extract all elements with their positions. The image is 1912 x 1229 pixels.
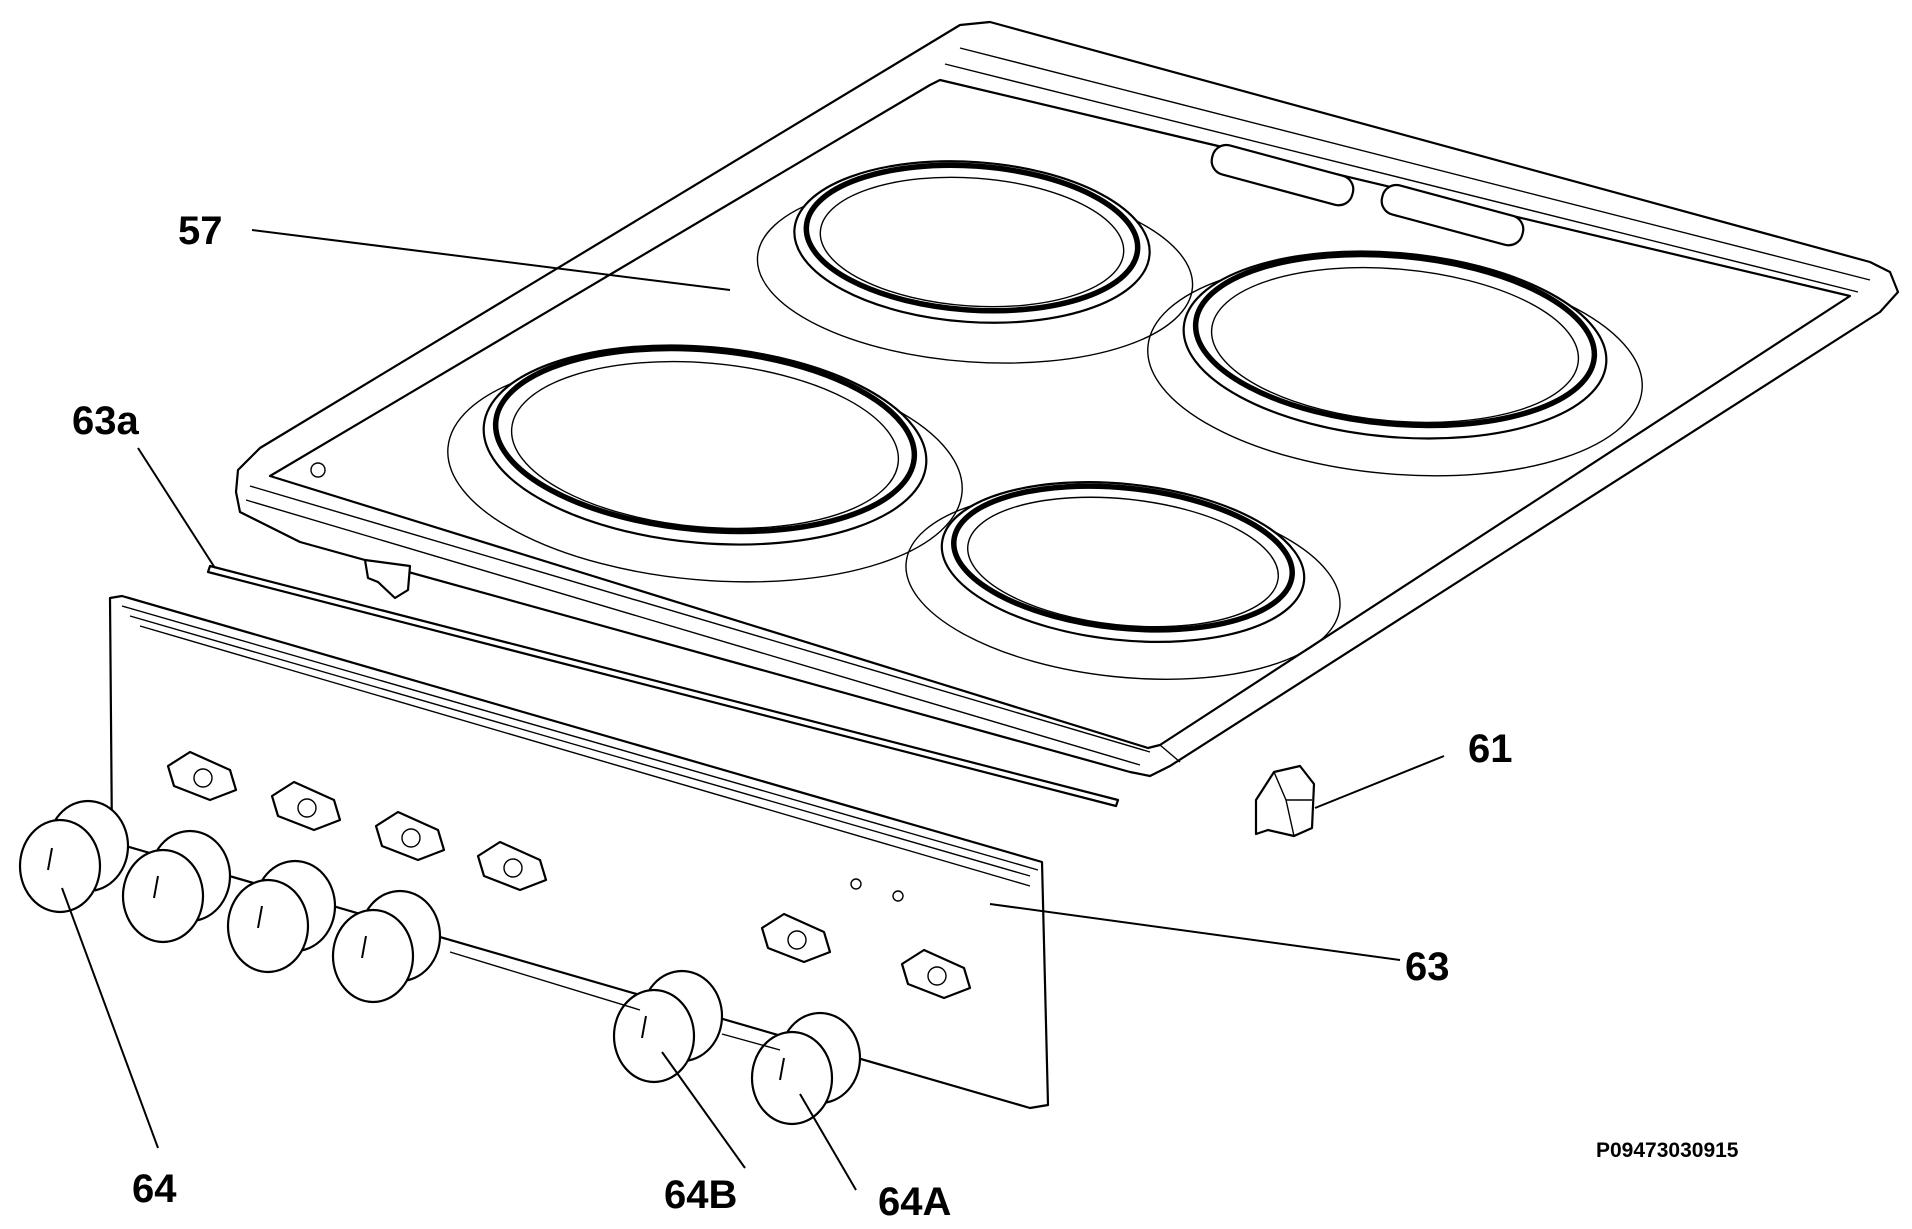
cooking-zone-rear-left	[756, 160, 1194, 364]
leader-64A	[799, 1093, 857, 1191]
control-knob-64-4	[331, 889, 442, 1004]
callout-64A: 64A	[878, 1180, 951, 1224]
callout-64: 64	[132, 1167, 177, 1211]
vent-slot-right	[1380, 183, 1525, 247]
vent-slot-left	[1210, 143, 1355, 207]
hob-top-part-57	[234, 20, 1900, 778]
control-hole-3	[374, 810, 446, 862]
leader-61	[1314, 755, 1445, 809]
control-hole-6	[900, 948, 972, 1000]
hob-inner-surface	[268, 78, 1852, 750]
control-hole-2	[270, 780, 342, 832]
clip-part-61	[1254, 764, 1316, 838]
callout-64B: 64B	[664, 1173, 737, 1217]
callout-63a: 63a	[72, 399, 139, 443]
control-knob-64A	[750, 1011, 862, 1126]
callout-61: 61	[1468, 727, 1513, 771]
seal-strip-part-63a	[206, 564, 1120, 808]
leader-lines	[61, 229, 1445, 1191]
diagram-reference-code: P09473030915	[1596, 1139, 1739, 1162]
control-hole-5	[760, 912, 832, 964]
leader-57	[251, 229, 731, 291]
indicator-light-2	[892, 890, 904, 902]
control-knob-64-2	[121, 829, 232, 944]
cooking-zone-rear-right	[1147, 250, 1643, 477]
callout-57: 57	[178, 209, 223, 253]
leader-64B	[661, 1051, 746, 1169]
leader-64	[61, 887, 159, 1149]
control-knob-64-3	[226, 859, 337, 974]
control-knob-64B	[612, 969, 724, 1084]
control-hole-4	[476, 840, 548, 892]
control-knob-64-1	[18, 799, 130, 914]
control-hole-1	[166, 750, 238, 802]
leader-63	[989, 903, 1401, 961]
hob-front-clip	[363, 558, 412, 600]
cooking-zone-front-left	[447, 344, 963, 583]
control-panel-part-63	[108, 594, 1050, 1110]
leader-63a	[137, 447, 216, 569]
indicator-light-1	[850, 878, 862, 890]
cooking-zone-front-right	[905, 481, 1341, 680]
callout-63: 63	[1405, 945, 1450, 989]
